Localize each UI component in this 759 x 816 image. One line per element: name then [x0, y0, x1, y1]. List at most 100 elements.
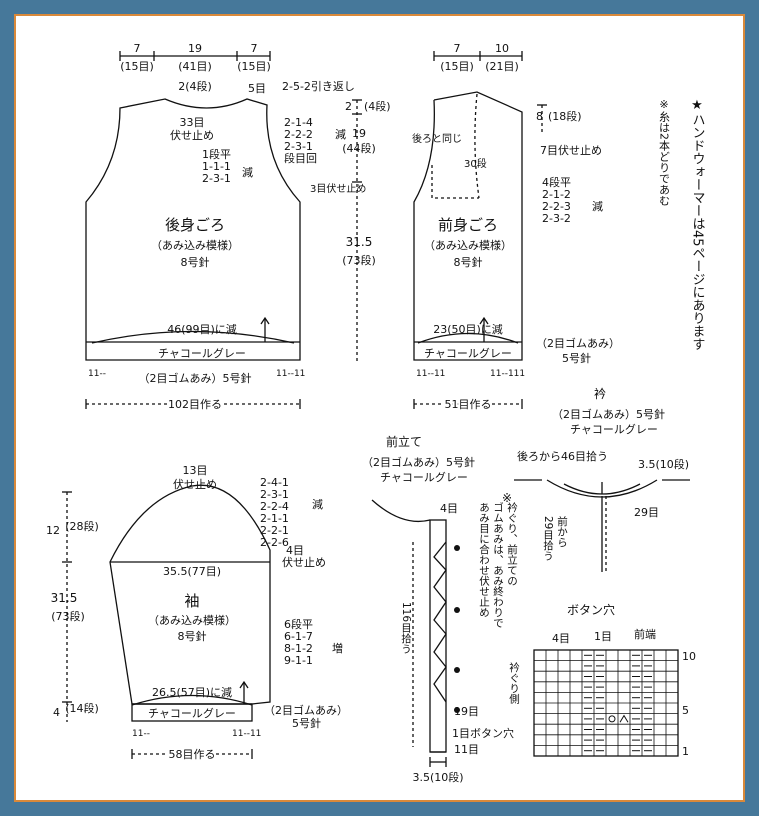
sleeve-ribbing-needle: 5号針 — [292, 716, 321, 730]
front-title: 前身ごろ — [438, 216, 498, 234]
front-sts-2: (21目) — [485, 60, 519, 73]
sleeve-ribbing: （2目ゴムあみ） — [264, 703, 348, 717]
sleeve-rib-marks-right: 11--11 — [232, 729, 261, 739]
front-cast-on-dim — [413, 399, 523, 409]
back-dim-2: 19 — [188, 42, 202, 55]
front-rib-marks-left: 11--11 — [416, 369, 445, 379]
sleeve-len: 31.5 — [51, 591, 78, 605]
back-needle: 8号針 — [181, 255, 210, 269]
sleeve-len2: (73段) — [51, 609, 85, 623]
back-dim-3: 7 — [251, 42, 258, 55]
back-neck-dec-2: 2-2-2 — [284, 128, 313, 141]
pattern-paper: 7 19 7 (15目) (41目) (15目) 2(4段) 5目 2-5-2引… — [14, 14, 745, 802]
collar-twentynine: 29目 — [634, 506, 659, 519]
back-shoulder-sr: 2-5-2引き返し — [282, 79, 355, 93]
back-five-sts: 5目 — [248, 82, 266, 95]
sleeve-needle: 8号針 — [178, 629, 207, 643]
front-straight: 4段平 — [542, 175, 571, 189]
back-sts-3: (15目) — [237, 60, 271, 73]
band-color: チャコールグレー — [380, 470, 468, 484]
sleeve-title: 袖 — [184, 592, 199, 610]
back-sts-2: (41目) — [178, 60, 212, 73]
front-sts-1: (15目) — [440, 60, 474, 73]
back-rib-marks-right: 11--11 — [276, 369, 305, 379]
back-rib-marks-left: 11-- — [88, 369, 106, 379]
back-arm-dec-word: 減 — [242, 165, 253, 179]
front-dec-line: 23(50目)に減 — [433, 322, 503, 336]
collar-color: チャコールグレー — [570, 422, 658, 436]
knitting-diagram: 7 19 7 (15目) (41目) (15目) 2(4段) 5目 2-5-2引… — [46, 42, 706, 784]
back-sts-1: (15目) — [120, 60, 154, 73]
front-seven-bo: 7目伏せ止め — [540, 143, 602, 157]
sleeve-rib-marks-left: 11-- — [132, 729, 150, 739]
back-neck-dec-3: 2-3-1 — [284, 140, 313, 153]
sleeve-dims — [62, 491, 253, 759]
back-neck-dec-1: 2-1-4 — [284, 116, 313, 129]
collar-from-front-1: 前から — [556, 515, 568, 548]
front-dim-2: 10 — [495, 42, 509, 55]
sleeve-cap-dec-3: 2-2-4 — [260, 500, 289, 513]
yarn-note: ※糸は2本どりであむ — [658, 98, 671, 206]
sleeve-cuff-rows: (14段) — [65, 701, 99, 715]
band-eleven: 11目 — [454, 743, 479, 756]
back-neck-bo: 33目 — [180, 116, 205, 129]
buttonhole-front-edge: 前端 — [634, 627, 656, 641]
hand-warmer-note: ★ハンドウォーマーは45ページにあります — [690, 98, 706, 351]
front-ribbing-color: チャコールグレー — [424, 346, 512, 360]
sleeve-cap-dec-word: 減 — [312, 497, 323, 511]
back-arm-dec-1: 1-1-1 — [202, 160, 231, 173]
front-same-as-back: 後ろと同じ — [412, 132, 462, 145]
sleeve-pattern: （あみ込み模様） — [148, 613, 236, 627]
sleeve-cap-dec-5: 2-2-1 — [260, 524, 289, 537]
vert-body-rows: (73段) — [342, 253, 376, 267]
band-title: 前立て — [386, 434, 422, 449]
front-rib-marks-right: 11--111 — [490, 369, 525, 379]
back-top-dims — [119, 51, 271, 61]
back-each-side: 段目回 — [284, 151, 317, 165]
back-arm-dec-2: 2-3-1 — [202, 172, 231, 185]
buttonhole-row-1: 1 — [682, 745, 689, 758]
sleeve-dec-line: 26.5(57目)に減 — [152, 685, 232, 699]
band-pick-up: 116目拾う — [400, 602, 412, 654]
buttonhole-neck-side: 衿ぐり側 — [508, 661, 520, 704]
buttonhole-four: 4目 — [552, 632, 570, 645]
sleeve-four-bo2: 伏せ止め — [282, 555, 326, 569]
band-note-2: ゴムあみは、あみ終わりで — [492, 501, 504, 628]
collar-width: 3.5(10段) — [638, 457, 689, 471]
band-ribbing: （2目ゴムあみ）5号針 — [362, 455, 475, 469]
vert-body: 31.5 — [346, 235, 373, 249]
sleeve-cast-on: 58目作る — [169, 748, 216, 761]
back-dim-1: 7 — [134, 42, 141, 55]
back-ribbing: （2目ゴムあみ）5号針 — [139, 371, 252, 385]
sleeve-four-bo: 4目 — [286, 544, 304, 557]
sleeve-ribbing-color: チャコールグレー — [148, 706, 236, 720]
front-ribbing-needle: 5号針 — [562, 351, 591, 365]
collar-diagram — [514, 479, 690, 572]
sleeve-outline — [109, 484, 271, 722]
sleeve-inc-2: 8-1-2 — [284, 642, 313, 655]
front-cast-on: 51目作る — [445, 398, 492, 411]
back-dec-line: 46(99目)に減 — [167, 322, 237, 336]
collar-title: 衿 — [594, 386, 606, 401]
sleeve-top-sts: 13目 — [183, 464, 208, 477]
back-cast-on: 102目作る — [168, 398, 222, 411]
front-shoulder-dim — [537, 104, 547, 132]
sleeve-cap-dec-6: 2-2-6 — [260, 536, 289, 549]
front-neck-dec-2: 2-2-3 — [542, 200, 571, 213]
vertical-dims — [352, 99, 362, 362]
band-note-0: ※ — [502, 491, 512, 505]
band-bh: 1目ボタン穴 — [452, 726, 514, 740]
front-neck-rows: 30段 — [464, 157, 487, 170]
band-buttons — [454, 545, 460, 713]
sleeve-inc-1: 6-1-7 — [284, 630, 313, 643]
front-shoulder-rows: 8 — [536, 110, 543, 123]
front-neck-dec-word: 減 — [592, 199, 603, 213]
vert-mid-rows: (44段) — [342, 141, 376, 155]
front-dim-1: 7 — [454, 42, 461, 55]
front-body-outline — [413, 91, 523, 361]
decrease-mark — [619, 714, 629, 723]
vert-mid: 19 — [352, 127, 366, 140]
collar-from-front-2: 29目拾う — [542, 516, 554, 561]
back-neck-dec-word: 減 — [335, 127, 346, 141]
